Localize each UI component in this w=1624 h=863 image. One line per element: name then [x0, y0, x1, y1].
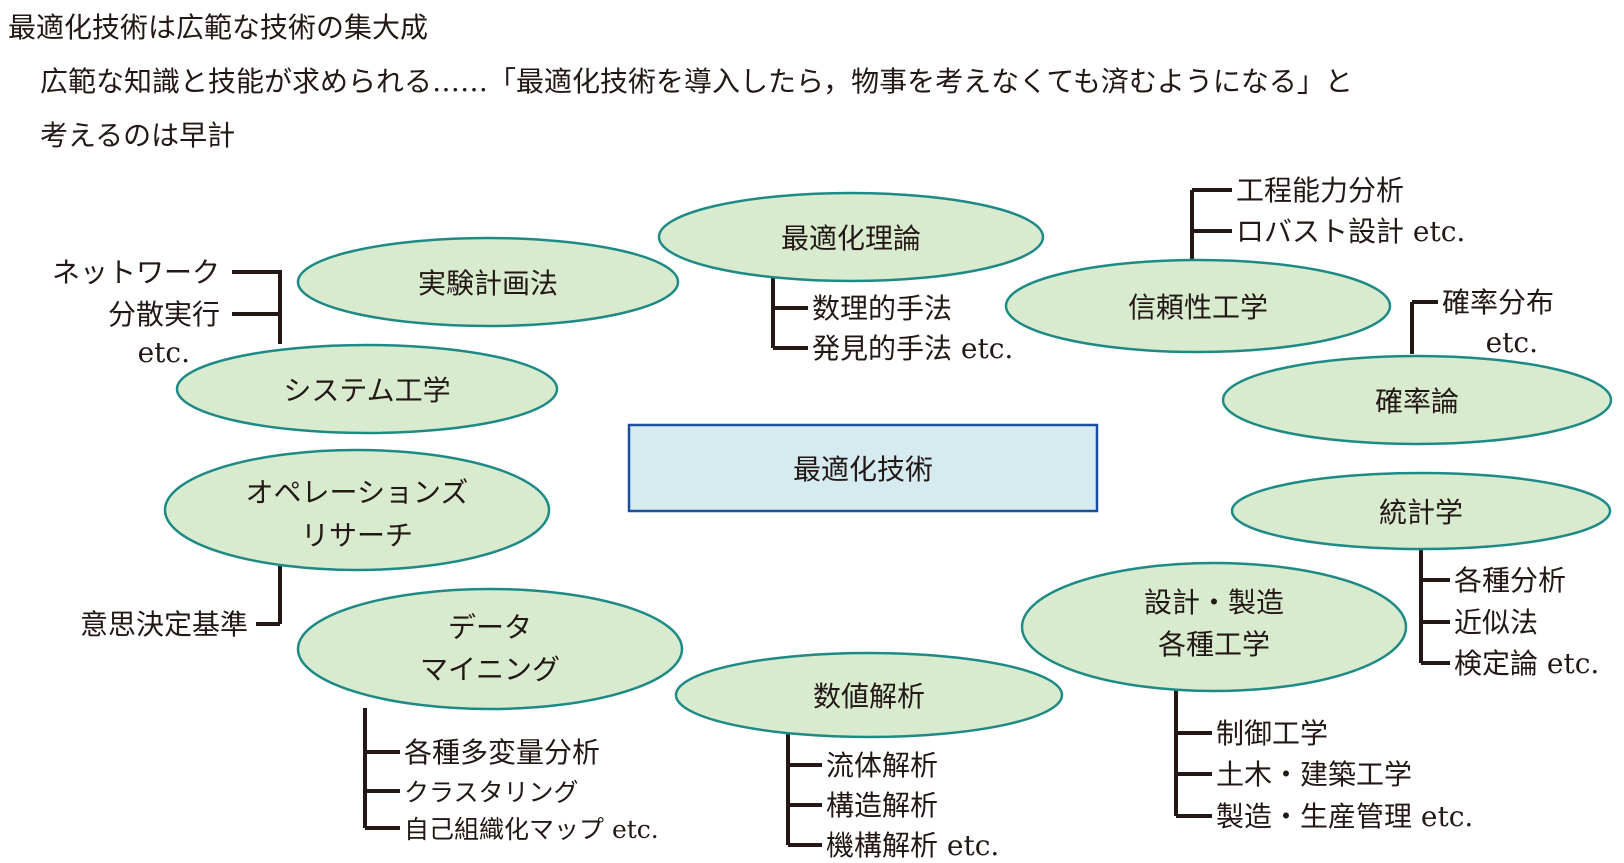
subtitle-line-1: 広範な知識と技能が求められる……「最適化技術を導入したら，物事を考えなくても済む…	[40, 65, 1353, 98]
leaf-shinrai-1: 工程能力分析	[1236, 174, 1404, 207]
node-sekkei-label-1: 設計・製造	[1144, 586, 1284, 619]
node-tokei-ellipse	[1230, 471, 1612, 551]
leaf-sekkei-3: 製造・生産管理 etc.	[1216, 800, 1473, 833]
bracket-tokei	[1419, 548, 1450, 665]
node-suchi-ellipse	[674, 651, 1064, 739]
bracket-kakuritsu	[1410, 300, 1438, 354]
bracket-saiteki	[771, 272, 808, 350]
leaf-sekkei-2: 土木・建築工学	[1216, 758, 1412, 791]
node-or-label-1: オペレーションズ	[246, 476, 469, 509]
leaf-tokei-1: 各種分析	[1454, 564, 1566, 597]
center-box	[627, 423, 1099, 513]
node-saiteki-label: 最適化理論	[781, 222, 921, 255]
leaf-sekkei-1: 制御工学	[1216, 717, 1328, 750]
node-sekkei-ellipse	[1020, 561, 1408, 693]
node-system-label: システム工学	[283, 374, 450, 407]
subtitle-line-2: 考えるのは早計	[40, 119, 236, 152]
leaf-tokei-3: 検定論 etc.	[1454, 647, 1599, 680]
bracket-sekkei	[1174, 688, 1212, 818]
bracket-or	[256, 566, 282, 626]
node-kakuritsu-ellipse	[1221, 354, 1613, 446]
node-jikken-ellipse	[296, 236, 680, 328]
page-title: 最適化技術は広範な技術の集大成	[8, 11, 429, 44]
leaf-saiteki-2: 発見的手法 etc.	[812, 332, 1013, 365]
node-or-ellipse	[163, 448, 551, 572]
bracket-shinrai	[1190, 188, 1232, 260]
node-system-ellipse	[175, 343, 559, 435]
node-saiteki-ellipse	[657, 191, 1045, 283]
node-shinrai-label: 信頼性工学	[1128, 291, 1268, 324]
leaf-data-1: 各種多変量分析	[404, 736, 600, 769]
center-label: 最適化技術	[793, 453, 933, 486]
leaf-saiteki-1: 数理的手法	[812, 292, 952, 325]
node-data-label-2: マイニング	[420, 653, 560, 686]
leaf-suchi-2: 構造解析	[826, 789, 938, 822]
bracket-network	[232, 270, 282, 344]
leaf-suchi-3: 機構解析 etc.	[826, 829, 999, 862]
leaf-tokei-2: 近似法	[1454, 606, 1538, 639]
node-or-label-2: リサーチ	[301, 519, 413, 552]
node-sekkei-label-2: 各種工学	[1158, 628, 1270, 661]
node-jikken-label: 実験計画法	[418, 267, 558, 300]
leaf-data-3: 自己組織化マップ etc.	[404, 815, 659, 844]
leaf-shinrai-2: ロバスト設計 etc.	[1236, 215, 1465, 248]
node-data-ellipse	[296, 587, 684, 711]
bracket-suchi	[786, 725, 822, 847]
leaf-kakuritsu-1: 確率分布	[1442, 286, 1554, 319]
node-tokei-label: 統計学	[1379, 496, 1463, 529]
leaf-data-2: クラスタリング	[404, 778, 579, 807]
leaf-suchi-1: 流体解析	[826, 749, 938, 782]
node-kakuritsu-label: 確率論	[1375, 385, 1459, 418]
node-suchi-label: 数値解析	[813, 680, 925, 713]
leaf-network-1: ネットワーク	[52, 256, 220, 289]
leaf-kakuritsu-2: etc.	[1486, 326, 1538, 359]
leaf-network-3: etc.	[138, 336, 190, 369]
leaf-network-2: 分散実行	[108, 298, 220, 331]
node-shinrai-ellipse	[1004, 258, 1392, 354]
bracket-data	[363, 708, 400, 830]
node-data-label-1: データ	[448, 611, 532, 644]
leaf-or-1: 意思決定基準	[80, 608, 248, 641]
